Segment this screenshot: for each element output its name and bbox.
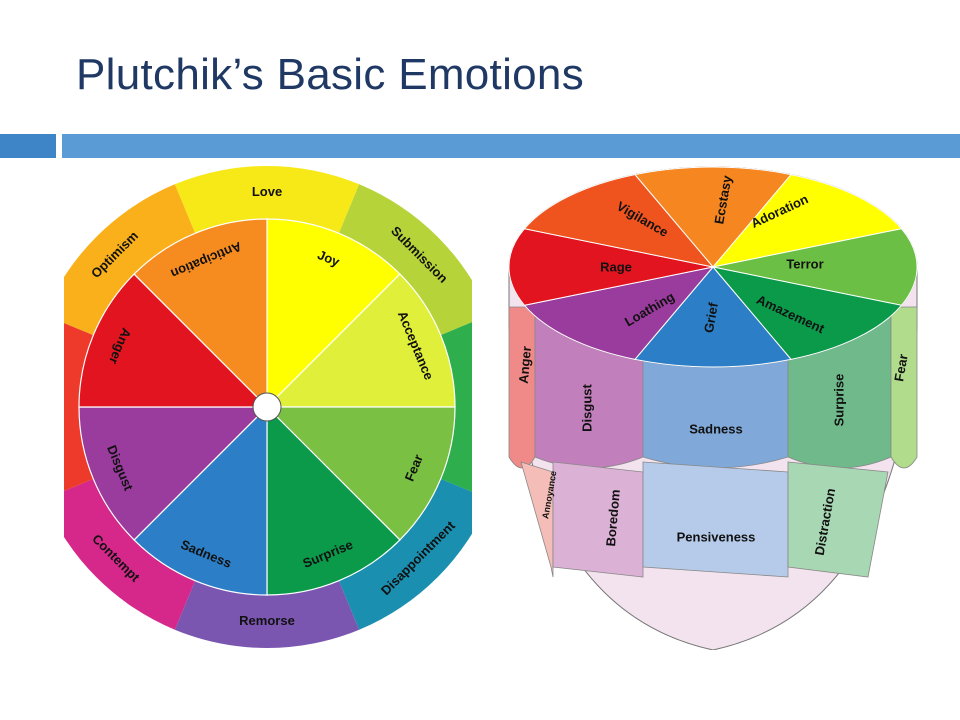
middle-band-fear — [890, 306, 918, 469]
ring-label-remorse: Remorse — [239, 613, 295, 628]
middle-band-anger — [508, 306, 536, 469]
cone-top-vigilance — [523, 174, 715, 268]
lower-band-pensiveness — [642, 461, 789, 578]
cone-top-label-grief: Grief — [701, 301, 721, 334]
wedge-anger — [78, 273, 269, 408]
wedge-surprise — [266, 405, 401, 596]
cone-top-label-rage: Rage — [600, 259, 632, 274]
ring-contempt — [64, 478, 196, 630]
ring-remorse — [174, 580, 360, 649]
wedge-fear — [265, 406, 456, 541]
ring-love — [174, 165, 360, 234]
cone-top-adoration — [711, 174, 903, 268]
cone-top-label-terror: Terror — [786, 256, 823, 271]
cone-top-grief — [633, 266, 793, 368]
cone-top-amazement — [711, 266, 903, 360]
middle-band-label-disgust: Disgust — [579, 383, 594, 431]
ring-disappointment — [338, 478, 472, 630]
ring-submission — [338, 184, 472, 336]
middle-band-label-anger: Anger — [516, 346, 534, 385]
wheel-center — [252, 392, 282, 422]
title-accent-bar-right — [62, 134, 960, 158]
ring-optimism — [64, 184, 196, 336]
wedge-joy — [266, 218, 401, 409]
middle-band-label-sadness: Sadness — [689, 421, 742, 436]
middle-band-label-fear: Fear — [891, 353, 911, 383]
ring-label-aggressiveness: Aggressiveness — [44, 357, 59, 457]
slide-title: Plutchik’s Basic Emotions — [76, 50, 584, 99]
lower-band-distraction — [787, 461, 889, 578]
plutchik-wheel: JoyAcceptanceFearSurpriseSadnessDisgustA… — [44, 165, 490, 649]
cone-top-rage — [508, 228, 714, 306]
lower-band-label-boredom: Boredom — [603, 489, 623, 547]
title-accent-bar-left — [0, 134, 56, 158]
middle-band-label-surprise: Surprise — [831, 374, 846, 427]
lower-band-annoyance — [520, 461, 554, 578]
cone-top-ecstasy — [633, 166, 793, 268]
ring-label-love: Love — [252, 184, 282, 199]
wedge-acceptance — [265, 273, 456, 408]
ring-awe — [440, 322, 472, 492]
lower-band-label-pensiveness: Pensiveness — [677, 529, 756, 544]
wedge-sadness — [133, 405, 268, 596]
ring-label-awe: Awe — [475, 394, 490, 421]
wedge-disgust — [78, 406, 269, 541]
lower-band-boredom — [552, 461, 644, 578]
cone-top-terror — [712, 228, 918, 306]
cone-top-loathing — [523, 266, 715, 360]
wedge-anticipation — [133, 218, 268, 409]
